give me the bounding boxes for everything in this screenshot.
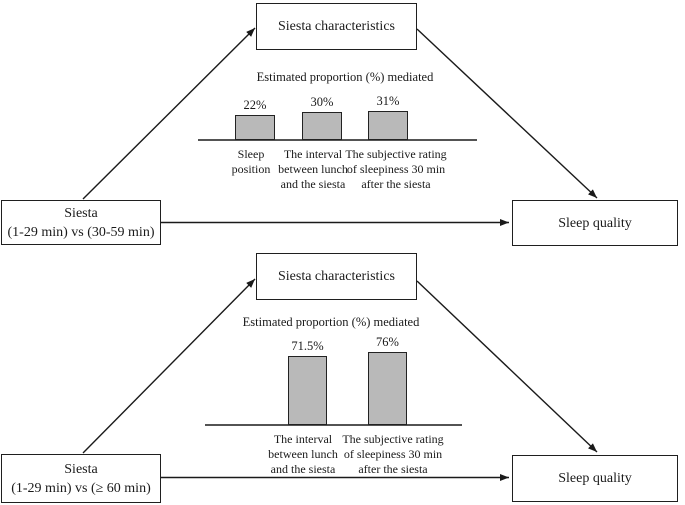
arrow-exposure-to-mediator-2 (82, 278, 256, 454)
exposure-line1: Siesta (64, 461, 98, 477)
bar-value-label: 71.5% (291, 339, 324, 354)
bar-value-label: 31% (376, 94, 400, 108)
outcome-box-2: Sleep quality (512, 455, 678, 502)
exposure-line2: (1-29 min) vs (30-59 min) (7, 224, 155, 240)
outcome-box-1: Sleep quality (512, 200, 678, 246)
exposure-line1: Siesta (64, 205, 98, 221)
bar-group: 22% (235, 98, 275, 140)
arrow-exposure-to-mediator-1 (82, 27, 256, 200)
bar-category-label: The interval between lunch and the siest… (268, 432, 338, 476)
outcome-label: Sleep quality (558, 471, 632, 486)
bar (288, 356, 327, 425)
bar-category-label: The subjective rating of sleepiness 30 m… (342, 432, 444, 476)
chart-title-1: Estimated proportion (%) mediated (256, 70, 434, 84)
bar-category-label: Sleep position (231, 147, 271, 176)
mediator-box-1: Siesta characteristics (256, 3, 417, 50)
bar-group: 30% (302, 95, 342, 140)
bar (235, 114, 275, 140)
bar (302, 112, 342, 140)
outcome-label: Sleep quality (558, 215, 632, 231)
bar-value-label: 76% (376, 335, 399, 349)
exposure-box-1: Siesta (1-29 min) vs (30-59 min) (1, 200, 161, 245)
mediator-label: Siesta characteristics (277, 269, 395, 284)
chart-title-2: Estimated proportion (%) mediated (242, 315, 420, 329)
arrow-mediator-to-outcome-2 (416, 280, 598, 453)
mediator-box-2: Siesta characteristics (256, 253, 417, 300)
exposure-line2: (1-29 min) vs (≥ 60 min) (11, 480, 151, 496)
bar-value-label: 22% (243, 97, 267, 112)
bar-value-label: 30% (310, 95, 334, 110)
bar-category-label: The subjective rating of sleepiness 30 m… (345, 147, 447, 191)
bar (368, 111, 408, 140)
bar-group: 71.5% (288, 339, 327, 425)
bar-category-label: The interval between lunch and the siest… (278, 147, 348, 191)
mediator-label: Siesta characteristics (277, 19, 395, 34)
exposure-box-2: Siesta (1-29 min) vs (≥ 60 min) (1, 454, 161, 503)
bar (368, 352, 407, 425)
bar-group: 31% (368, 94, 408, 140)
bar-group: 76% (368, 335, 407, 425)
